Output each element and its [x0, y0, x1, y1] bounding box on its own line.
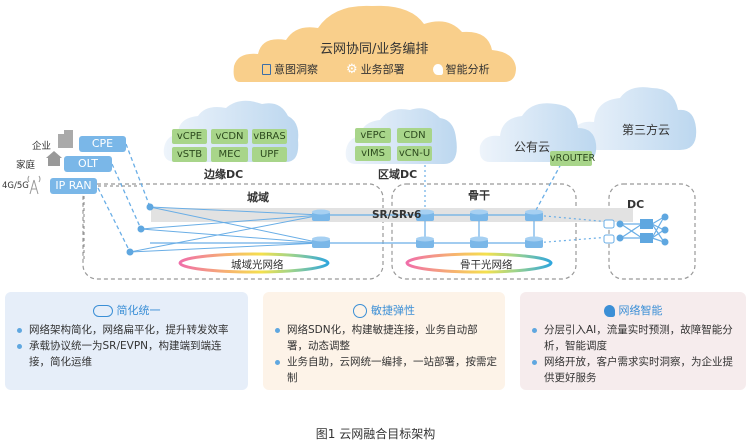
metro-mesh [129, 206, 322, 253]
cell-tower-icon [27, 175, 41, 195]
panel-bullets: 网络SDN化，构建敏捷连接，业务自动部署，动态调整 业务自助，云网统一编排，一站… [273, 322, 497, 386]
backbone-optical-label: 骨干光网络 [460, 259, 513, 271]
figure-caption: 图1 云网融合目标架构 [315, 427, 436, 441]
panel-bullet: 网络SDN化，构建敏捷连接，业务自动部署，动态调整 [273, 322, 497, 354]
orchestration-item: 智能分析 [432, 61, 490, 77]
edge-function-chip: vCDN [211, 129, 248, 144]
metro-optical-ring [178, 252, 330, 274]
panel-bullet: 分层引入AI，流量实时预测，故障智能分析，智能调度 [530, 322, 738, 354]
access-node [126, 248, 134, 256]
backbone-label: 骨干 [468, 189, 490, 202]
router-icon [470, 236, 488, 248]
panel-intelligent: 网络智能 分层引入AI，流量实时预测，故障智能分析，智能调度 网络开放，客户需求… [520, 292, 746, 390]
brain-head-icon [432, 63, 443, 75]
panel-title: 简化统一 [5, 302, 248, 318]
backbone-domain-box [391, 183, 577, 280]
orchestration-item: 意图洞察 [262, 61, 318, 77]
regional-function-chip: vCN-U [397, 146, 432, 161]
dc-domain-box [608, 183, 696, 280]
regional-function-chip: vIMS [355, 146, 391, 161]
router-icon [312, 209, 330, 221]
panel-bullet: 业务自助，云网统一编排，一站部署，按需定制 [273, 354, 497, 386]
metro-label: 城域 [247, 191, 269, 204]
panel-bullets: 分层引入AI，流量实时预测，故障智能分析，智能调度 网络开放，客户需求实时洞察，… [530, 322, 738, 386]
cpe-device[interactable]: CPE [79, 136, 126, 152]
metro-domain-box [82, 183, 384, 280]
panel-simplified: 简化统一 网络架构简化，网络扁平化，提升转发效率 承载协议统一为SR/EVPN，… [5, 292, 248, 390]
regional-dc-label: 区域DC [378, 168, 418, 181]
panel-title: 敏捷弹性 [263, 302, 505, 318]
sr-srv6-label: SR/SRv6 [372, 209, 422, 221]
backbone-optical-ring [405, 252, 553, 274]
vrouter-link [535, 163, 562, 211]
access-links [97, 143, 151, 253]
panel-title-text: 简化统一 [116, 304, 161, 317]
router-icon [416, 236, 434, 248]
access-node [137, 225, 145, 233]
orchestration-cloud [233, 5, 516, 82]
router-icon [525, 236, 543, 248]
panel-title-text: 网络智能 [618, 304, 663, 317]
document-search-icon [262, 63, 271, 75]
edge-function-chip: MEC [211, 147, 248, 162]
vrouter-chip: vROUTER [550, 151, 596, 166]
access-type-home: 家庭 [16, 160, 36, 171]
building-icon [58, 130, 73, 148]
ipran-device[interactable]: IP RAN [50, 178, 97, 194]
cloud-icon [92, 305, 113, 317]
panel-title-text: 敏捷弹性 [371, 304, 415, 317]
public-cloud [479, 103, 597, 162]
panel-bullet: 网络开放，客户需求实时洞察，为企业提供更好服务 [530, 354, 738, 386]
router-icon [470, 209, 488, 221]
router-icon [525, 209, 543, 221]
panel-bullets: 网络架构简化，网络扁平化，提升转发效率 承载协议统一为SR/EVPN，构建端到端… [15, 322, 240, 370]
dc-label: DC [627, 198, 645, 211]
edge-dc-label: 边缘DC [204, 168, 244, 181]
globe-icon [353, 304, 367, 318]
dc-links [424, 165, 611, 244]
orchestration-item-label: 智能分析 [445, 63, 490, 76]
panel-bullet: 承载协议统一为SR/EVPN，构建端到端连接，简化运维 [15, 338, 240, 370]
panel-bullet: 网络架构简化，网络扁平化，提升转发效率 [15, 322, 240, 338]
edge-function-chip: vBRAS [252, 129, 287, 144]
olt-device[interactable]: OLT [64, 156, 112, 172]
public-cloud-label: 公有云 [514, 140, 551, 154]
regional-function-chip: CDN [397, 128, 432, 143]
panel-title: 网络智能 [520, 302, 746, 318]
third-party-cloud [571, 87, 697, 150]
orchestration-title: 云网协同/业务编排 [320, 42, 429, 57]
brain-head-icon [603, 305, 615, 317]
regional-function-chip: vEPC [355, 128, 391, 143]
access-type-enterprise: 企业 [32, 141, 52, 152]
orchestration-items: 意图洞察 ⚙ 业务部署 智能分析 [262, 61, 490, 77]
router-icon [312, 236, 330, 248]
edge-function-chip: vSTB [172, 147, 207, 162]
orchestration-item-label: 业务部署 [360, 63, 405, 76]
orchestration-item: ⚙ 业务部署 [346, 61, 405, 77]
dc-fabric [603, 213, 669, 246]
third-party-cloud-label: 第三方云 [622, 123, 671, 137]
metro-optical-label: 城域光网络 [231, 259, 284, 271]
access-type-mobile: 4G/5G [2, 181, 29, 191]
gear-icon: ⚙ [346, 61, 358, 77]
edge-function-chip: UPF [252, 147, 287, 162]
orchestration-item-label: 意图洞察 [274, 63, 318, 76]
access-node [146, 203, 154, 211]
panel-agile: 敏捷弹性 网络SDN化，构建敏捷连接，业务自动部署，动态调整 业务自助，云网统一… [263, 292, 505, 390]
house-icon [46, 151, 62, 166]
edge-function-chip: vCPE [172, 129, 207, 144]
